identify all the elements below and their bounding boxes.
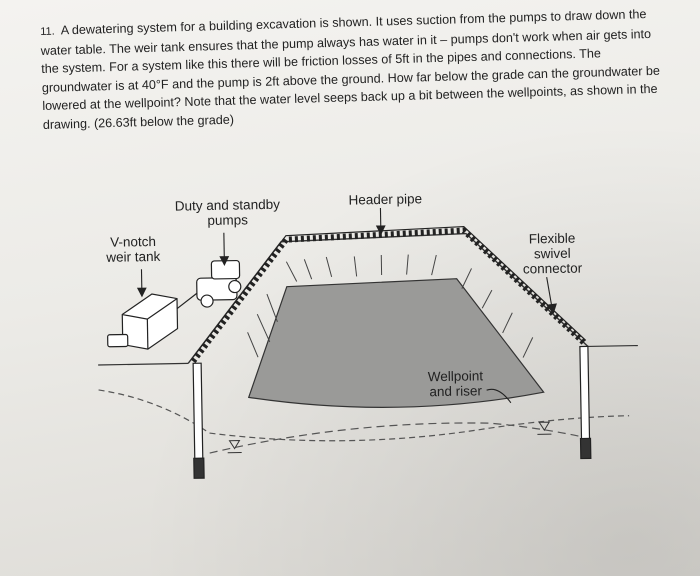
problem-statement: 11.A dewatering system for a building ex… [40, 5, 663, 134]
excavation-drawing [98, 208, 638, 479]
water-level-marker-right [537, 421, 552, 435]
water-level-marker-left [227, 440, 242, 454]
wellpoint-right [579, 345, 592, 460]
pumps [176, 259, 242, 310]
wellpoint-label: Wellpoint and riser [427, 368, 484, 400]
excavation-pit [247, 278, 545, 408]
leader-arrows [136, 208, 557, 404]
swivel-connector-label: Flexible swivel connector [522, 230, 583, 277]
question-text: A dewatering system for a building excav… [40, 7, 661, 132]
weir-tank [107, 293, 179, 350]
pumps-label: Duty and standby pumps [174, 196, 281, 229]
header-pipe-outline [192, 225, 587, 358]
header-pipe-label: Header pipe [348, 191, 423, 208]
ground-edge [98, 344, 638, 366]
problem-paragraph: 11.A dewatering system for a building ex… [40, 5, 663, 134]
pit-slope-hatching [247, 254, 534, 358]
wellpoint-left [192, 362, 205, 479]
ground-line [98, 389, 630, 442]
water-table-line [209, 422, 590, 454]
header-pipe [190, 227, 588, 364]
weir-tank-label: V-notch weir tank [106, 233, 161, 265]
question-number: 11. [40, 25, 55, 38]
dewatering-figure: Duty and standby pumps Header pipe V-not… [95, 176, 641, 515]
